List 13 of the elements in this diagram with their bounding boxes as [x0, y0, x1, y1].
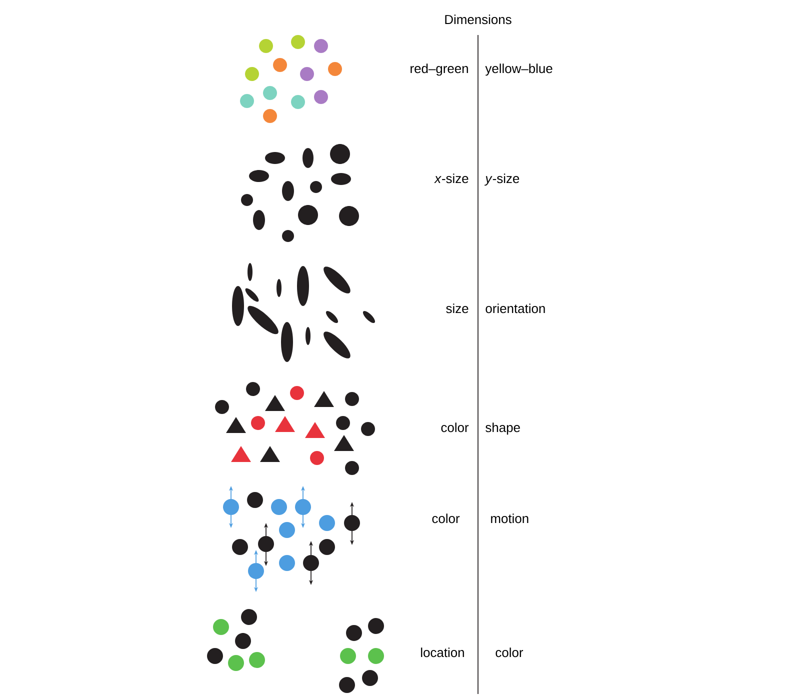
dimension-label: location: [421, 648, 464, 658]
dimension-label: motion: [491, 514, 528, 524]
dimension-label: yellow–blue: [485, 64, 552, 76]
dimension-label: y-size: [484, 174, 520, 186]
dimension-label: color: [441, 422, 469, 432]
dimension-label: red–green: [410, 64, 468, 76]
title: Dimensions: [445, 14, 512, 24]
dimension-label: color: [432, 514, 460, 524]
dimension-label: orientation: [486, 304, 545, 314]
dimension-label: size: [446, 304, 468, 314]
dimension-label: x-size: [434, 174, 468, 184]
dimension-label: color: [496, 648, 524, 658]
dimension-label: shape: [486, 422, 520, 435]
